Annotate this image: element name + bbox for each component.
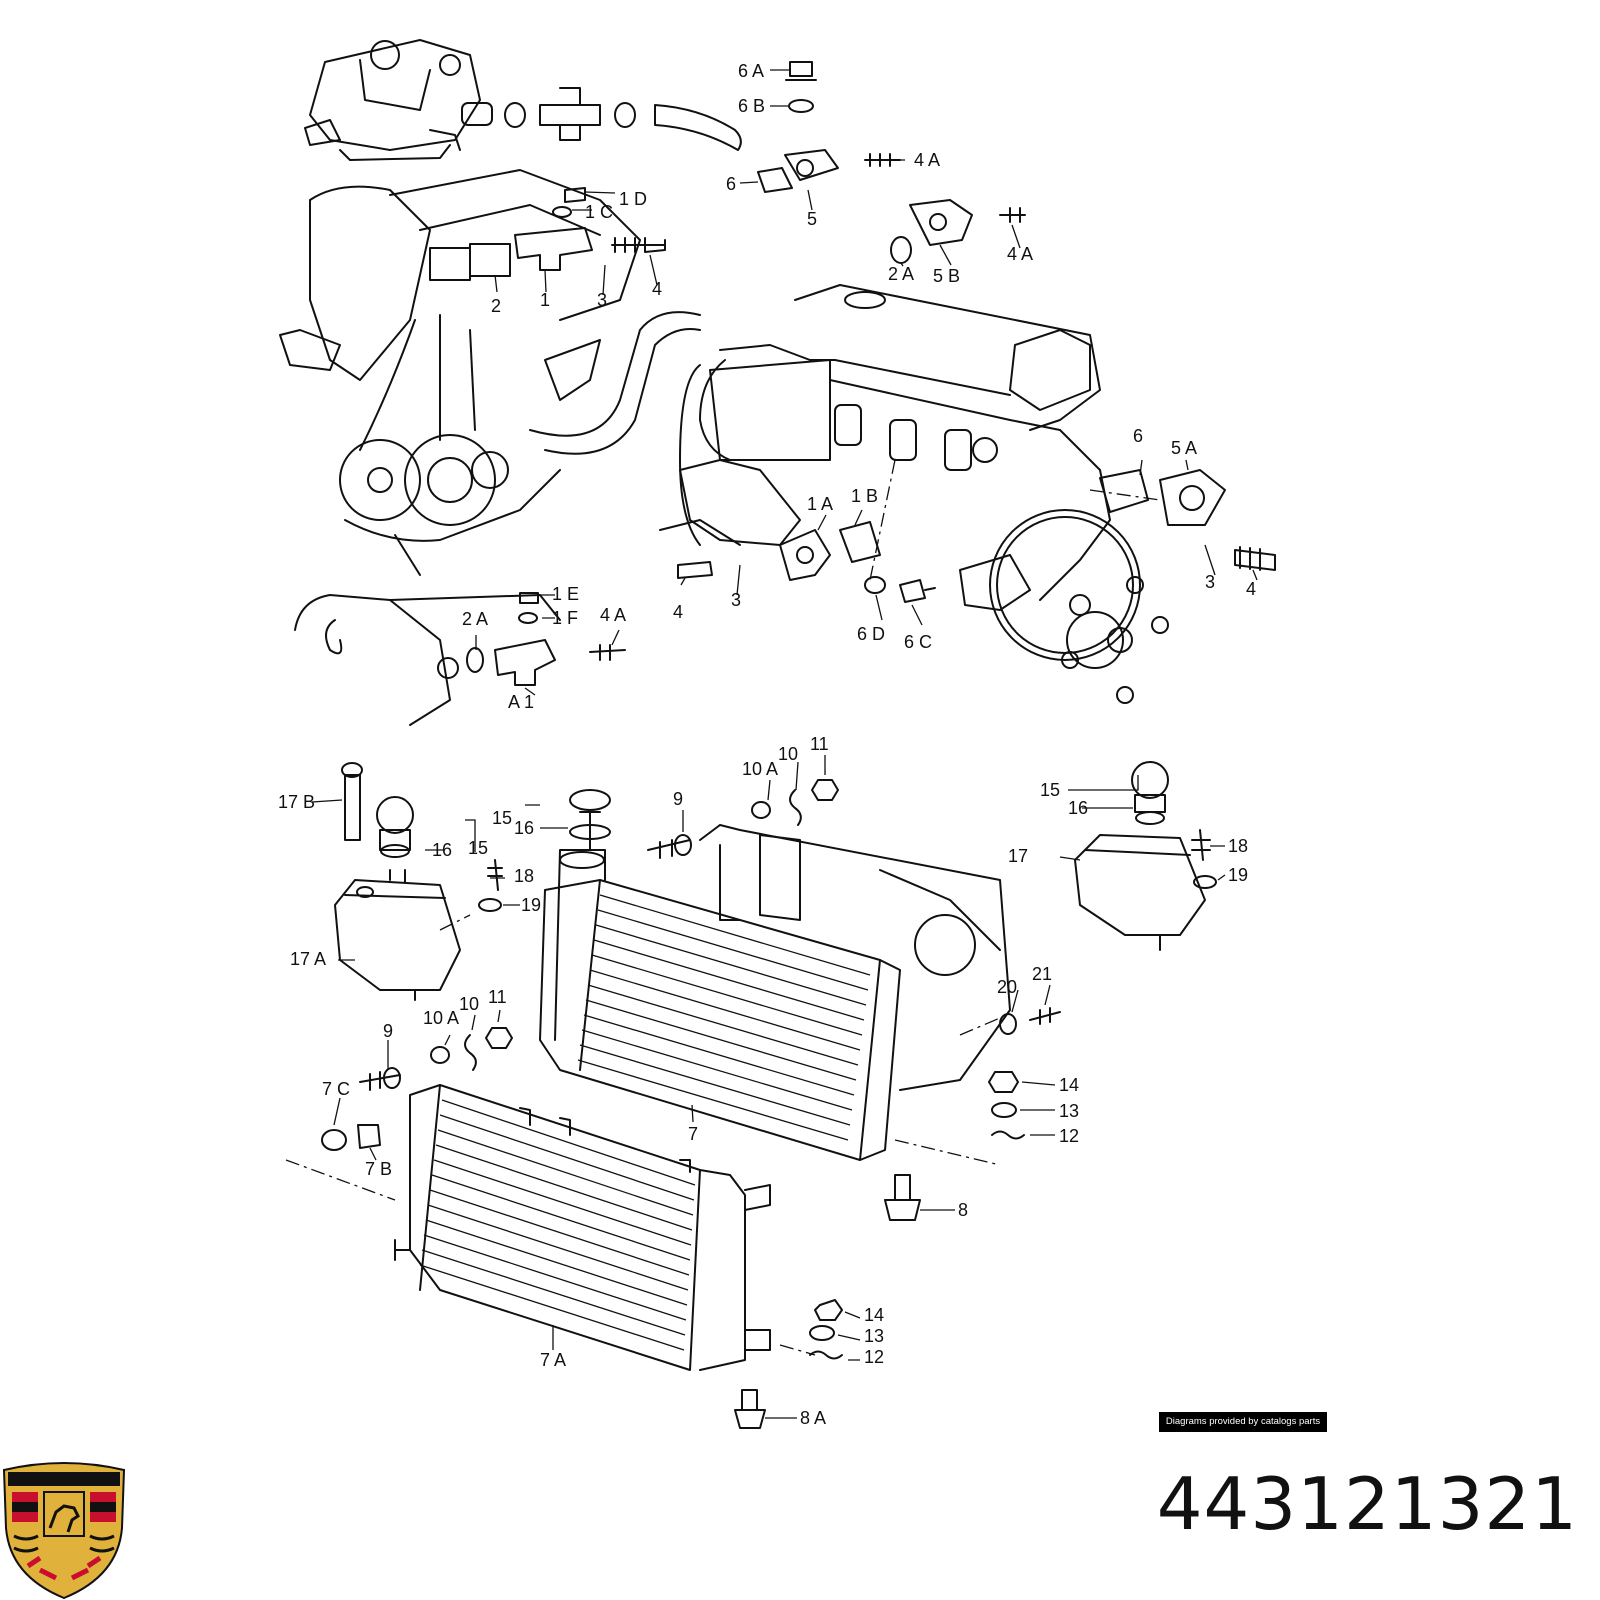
callout-label: 1 B	[851, 486, 878, 506]
callout-label: 6 D	[857, 624, 885, 644]
thermostat-housing-inset	[294, 592, 626, 726]
callout-label: 18	[1228, 836, 1248, 856]
engine-left	[279, 169, 701, 576]
callout-label: 6 B	[738, 96, 765, 116]
callout-label: 7	[688, 1124, 698, 1144]
callout-label: 14	[864, 1305, 884, 1325]
callout-label: 1 A	[807, 494, 833, 514]
callout-label: 20	[997, 977, 1017, 997]
engine-right	[659, 199, 1276, 704]
callout-label: 19	[1228, 865, 1248, 885]
callout-label: 6	[1133, 426, 1143, 446]
callout-label: 16	[432, 840, 452, 860]
callout-label: 13	[1059, 1101, 1079, 1121]
callout-label: 17 A	[290, 949, 326, 969]
hose-assembly-top	[461, 61, 901, 193]
callout-label: 15	[468, 838, 488, 858]
callout-label: 4	[673, 602, 683, 622]
callout-label: 10 A	[423, 1008, 459, 1028]
expansion-tank-left	[334, 762, 503, 1001]
callout-label: 21	[1032, 964, 1052, 984]
callout-label: 4 A	[1007, 244, 1033, 264]
callout-label: 16	[514, 818, 534, 838]
carburetor-assembly	[304, 39, 481, 161]
callout-label: 12	[1059, 1126, 1079, 1146]
callout-label: 7 B	[365, 1159, 392, 1179]
callout-label: 8 A	[800, 1408, 826, 1428]
callout-label: 3	[731, 590, 741, 610]
porsche-crest-logo	[2, 1462, 126, 1600]
radiator-hardware	[321, 779, 1061, 1429]
callout-labels: 6 A 6 B 4 A 6 5 1 D 1 C 2 1 3 4 2 A 5 B …	[278, 61, 1256, 1428]
callout-label: 6 A	[738, 61, 764, 81]
callout-label: A 1	[508, 692, 534, 712]
callout-label: 11	[488, 987, 507, 1007]
callout-label: 4 A	[600, 605, 626, 625]
callout-label: 19	[521, 895, 541, 915]
callout-label: 17 B	[278, 792, 315, 812]
callout-label: 10	[778, 744, 798, 764]
radiator-main-fins	[577, 894, 871, 1141]
callout-label: 2 A	[462, 609, 488, 629]
callout-label: 13	[864, 1326, 884, 1346]
callout-label: 10	[459, 994, 479, 1014]
callout-label: 1 C	[585, 202, 613, 222]
callout-label: 17	[1008, 846, 1028, 866]
callout-label: 9	[673, 789, 683, 809]
callout-label: 5	[807, 209, 817, 229]
callout-label: 16	[1068, 798, 1088, 818]
radiator-secondary	[394, 1084, 771, 1371]
callout-label: 7 A	[540, 1350, 566, 1370]
callout-label: 2	[491, 296, 501, 316]
radiator-main	[539, 789, 1011, 1161]
callout-label: 1	[540, 290, 550, 310]
diagram-credit-banner: Diagrams provided by catalogs parts	[1159, 1412, 1327, 1432]
callout-label: 9	[383, 1021, 393, 1041]
part-number: 443121321	[1156, 1462, 1578, 1546]
callout-label: 18	[514, 866, 534, 886]
expansion-tank-right	[1074, 761, 1217, 951]
callout-label: 5 A	[1171, 438, 1197, 458]
callout-label: 3	[597, 290, 607, 310]
callout-label: 5 B	[933, 266, 960, 286]
callout-label: 8	[958, 1200, 968, 1220]
callout-label: 2 A	[888, 264, 914, 284]
callout-label: 7 C	[322, 1079, 350, 1099]
callout-label: 11	[810, 734, 829, 754]
callout-label: 4 A	[914, 150, 940, 170]
callout-label: 12	[864, 1347, 884, 1367]
radiator-secondary-fins	[419, 1099, 696, 1351]
leader-lines	[311, 69, 1258, 1419]
callout-label: 4	[652, 279, 662, 299]
callout-label: 4	[1246, 579, 1256, 599]
callout-label: 10 A	[742, 759, 778, 779]
callout-label: 15	[1040, 780, 1060, 800]
callout-label: 1 E	[552, 584, 579, 604]
callout-label: 1 D	[619, 189, 647, 209]
centerlines	[285, 459, 1161, 1356]
callout-label: 15	[492, 808, 512, 828]
callout-label: 6	[726, 174, 736, 194]
callout-label: 3	[1205, 572, 1215, 592]
callout-label: 14	[1059, 1075, 1079, 1095]
callout-label: 6 C	[904, 632, 932, 652]
callout-label: 1 F	[552, 608, 578, 628]
